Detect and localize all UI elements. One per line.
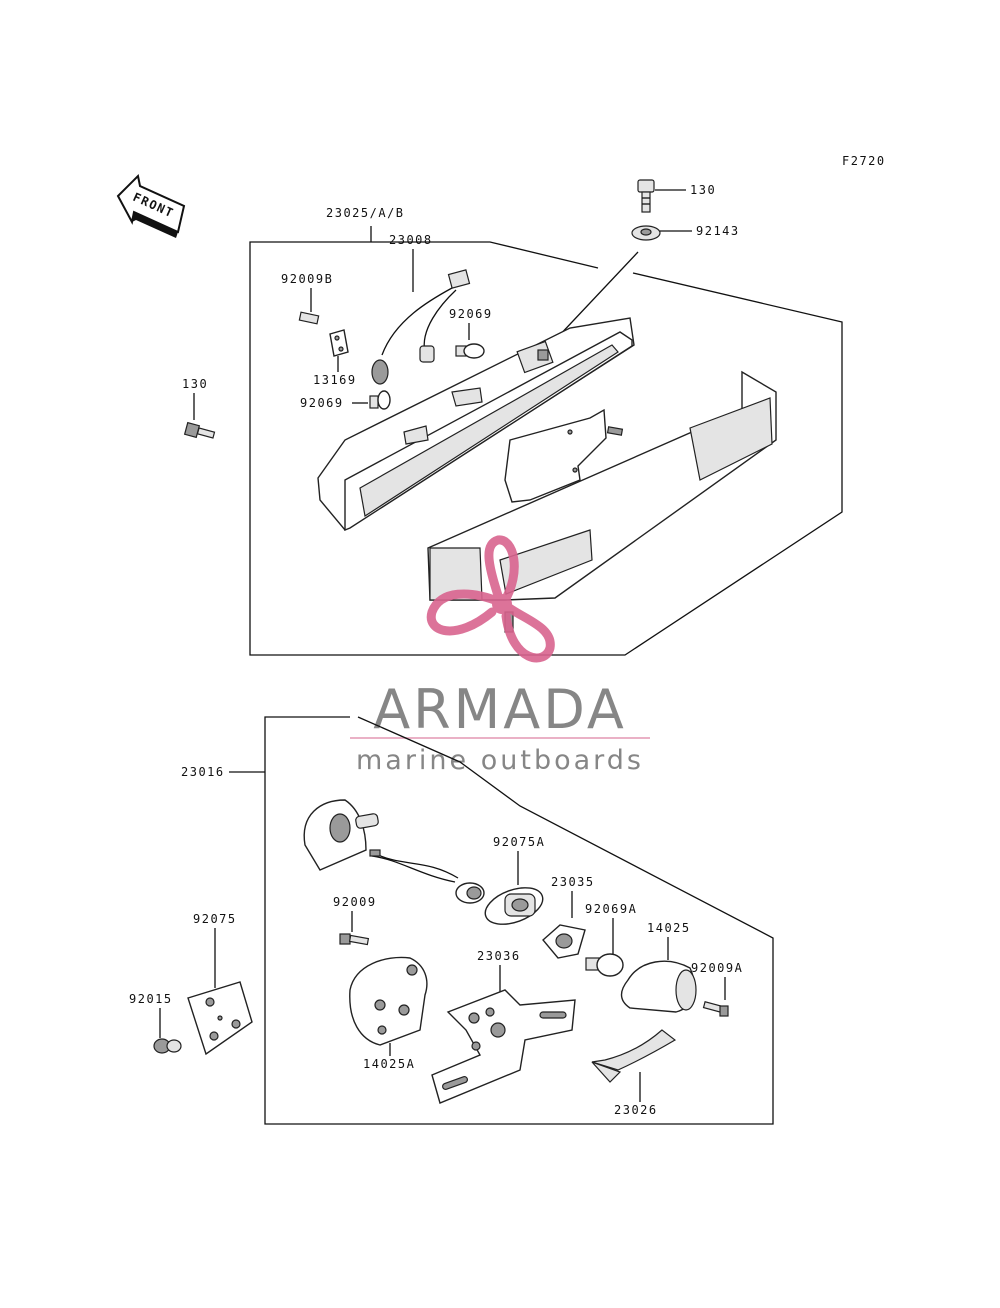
nut-icon bbox=[153, 1038, 182, 1054]
bracket-icon bbox=[431, 989, 576, 1104]
license-lamp-base bbox=[303, 799, 379, 871]
upper-frame bbox=[249, 241, 843, 656]
screw-icon bbox=[339, 933, 370, 946]
figure-code: F2720 bbox=[842, 154, 886, 168]
callout-14025a: 14025A bbox=[363, 1057, 415, 1071]
callout-92075: 92075 bbox=[193, 912, 237, 926]
bulb-icon bbox=[585, 953, 624, 977]
reflector-icon bbox=[187, 981, 253, 1056]
lower-frame bbox=[264, 716, 774, 1125]
callout-13169: 13169 bbox=[313, 373, 357, 387]
socket-wire-icon bbox=[369, 849, 485, 904]
lens-cover-icon bbox=[591, 1029, 677, 1083]
callout-23036: 23036 bbox=[477, 949, 521, 963]
tail-lamp-lens bbox=[427, 370, 777, 633]
callout-23035: 23035 bbox=[551, 875, 595, 889]
callout-92143: 92143 bbox=[696, 224, 740, 238]
screw-icon bbox=[298, 311, 320, 325]
bulb-holder-icon bbox=[542, 924, 586, 959]
callout-14025: 14025 bbox=[647, 921, 691, 935]
bolt-icon bbox=[183, 421, 216, 439]
callout-130-left: 130 bbox=[182, 377, 208, 391]
wire-harness-icon bbox=[371, 269, 471, 385]
callout-92009b: 92009B bbox=[281, 272, 333, 286]
screw-icon bbox=[702, 1001, 729, 1017]
washer-icon bbox=[631, 225, 661, 241]
callout-23026: 23026 bbox=[614, 1103, 658, 1117]
callout-92015: 92015 bbox=[129, 992, 173, 1006]
upper-assembly: 23025/A/B 130 92143 92009B 13169 bbox=[182, 179, 843, 656]
lower-assembly: 23016 92075A 23035 bbox=[181, 716, 774, 1125]
front-arrow-icon: FRONT bbox=[116, 173, 186, 238]
tail-lamp-housing bbox=[317, 317, 635, 532]
callout-130-top: 130 bbox=[690, 183, 716, 197]
brand-watermark: ARMADA marine outboards bbox=[350, 535, 650, 776]
part-23016-label: 23016 bbox=[181, 765, 225, 779]
reflector-group: 92075 92015 bbox=[129, 912, 253, 1056]
part-23025-label: 23025/A/B bbox=[326, 206, 405, 220]
brand-tagline: marine outboards bbox=[356, 745, 644, 776]
socket-icon bbox=[484, 887, 544, 925]
lamp-housing-icon bbox=[349, 956, 428, 1046]
bolt-icon bbox=[637, 179, 655, 213]
bulb-icon bbox=[455, 343, 485, 359]
callout-92069a: 92069A bbox=[585, 902, 637, 916]
lens-icon bbox=[620, 960, 697, 1013]
callout-92075a: 92075A bbox=[493, 835, 545, 849]
plate-icon bbox=[329, 329, 349, 357]
callout-92009a: 92009A bbox=[691, 961, 743, 975]
bulb-icon bbox=[369, 390, 391, 410]
brand-name: ARMADA bbox=[373, 678, 627, 741]
callout-92069-left: 92069 bbox=[300, 396, 344, 410]
callout-92009: 92009 bbox=[333, 895, 377, 909]
callout-23008: 23008 bbox=[389, 233, 433, 247]
propeller-logo-icon bbox=[426, 535, 555, 663]
callout-92069-right: 92069 bbox=[449, 307, 493, 321]
